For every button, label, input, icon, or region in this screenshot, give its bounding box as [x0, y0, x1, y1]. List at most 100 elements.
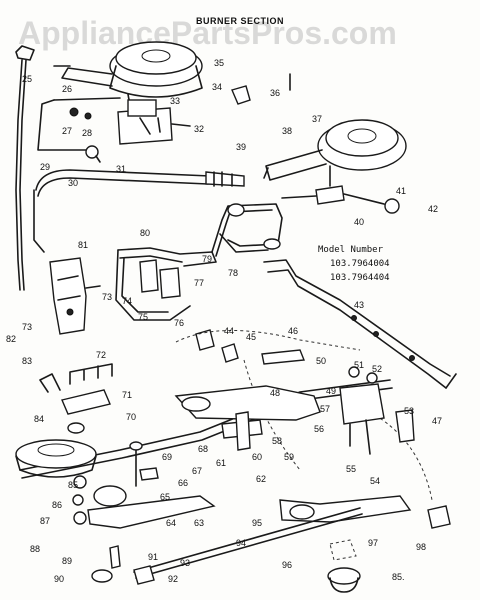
part-label: 66: [178, 478, 188, 488]
part-label: 45: [246, 332, 256, 342]
part-label: 69: [162, 452, 172, 462]
part-label: 73: [102, 292, 112, 302]
spark-wire-harness: [15, 45, 121, 291]
part-label: 84: [34, 414, 44, 424]
part-label: 82: [6, 334, 16, 344]
part-label: 50: [316, 356, 326, 366]
part-label: 76: [174, 318, 184, 328]
part-label: 39: [236, 142, 246, 152]
part-label: 74: [122, 296, 132, 306]
part-label: 91: [148, 552, 158, 562]
clip-36: [231, 73, 291, 105]
part-label: 83: [22, 356, 32, 366]
part-label: 67: [192, 466, 202, 476]
part-label: 52: [372, 364, 382, 374]
knob-96: [327, 539, 361, 593]
part-label: 43: [354, 300, 364, 310]
part-label: 64: [166, 518, 176, 528]
long-tube-31: [33, 169, 245, 253]
part-label: 54: [370, 476, 380, 486]
ignitor-bracket: [117, 99, 191, 145]
part-label: 34: [212, 82, 222, 92]
part-label: 73: [22, 322, 32, 332]
model-number-heading: Model Number: [318, 245, 384, 255]
part-label: 85: [68, 480, 78, 490]
part-label: 47: [432, 416, 442, 426]
part-label: 81: [78, 240, 88, 250]
part-label: 93: [180, 558, 190, 568]
part-label: 68: [198, 444, 208, 454]
lower-rod-94: [91, 507, 363, 585]
part-label: 95: [252, 518, 262, 528]
part-label: 56: [314, 424, 324, 434]
part-label: 97: [368, 538, 378, 548]
burner-95-cap: [279, 495, 451, 529]
model-number-2: 103.7964404: [330, 273, 390, 283]
part-label: 38: [282, 126, 292, 136]
left-burner-84-88: [15, 363, 113, 525]
part-label: 57: [320, 404, 330, 414]
section-title: BURNER SECTION: [196, 16, 284, 26]
part-label: 71: [122, 390, 132, 400]
part-label: 58: [272, 436, 282, 446]
part-label: 65: [160, 492, 170, 502]
part-label: 86: [52, 500, 62, 510]
part-label: 29: [40, 162, 50, 172]
part-label: 32: [194, 124, 204, 134]
part-label: 33: [170, 96, 180, 106]
part-label: 92: [168, 574, 178, 584]
part-label: 87: [40, 516, 50, 526]
part-label: 27: [62, 126, 72, 136]
part-label: 88: [30, 544, 40, 554]
part-label: 70: [126, 412, 136, 422]
valve-cluster-50-55: [261, 349, 415, 455]
part-label: 60: [252, 452, 262, 462]
model-number-1: 103.7964004: [330, 259, 390, 269]
part-label: 59: [284, 452, 294, 462]
part-label: 40: [354, 217, 364, 227]
part-label: 89: [62, 556, 72, 566]
part-label: 53: [404, 406, 414, 416]
part-label: 49: [326, 386, 336, 396]
part-label: 46: [288, 326, 298, 336]
tee-58: [221, 411, 263, 451]
watermark-text: AppliancePartsPros.com: [18, 15, 397, 51]
part-label: 48: [270, 388, 280, 398]
part-label: 44: [224, 326, 234, 336]
valve-81: [49, 257, 101, 335]
electrode-40-42: [281, 185, 400, 214]
top-right-burner: [263, 119, 407, 187]
part-label: 62: [256, 474, 266, 484]
part-label: 72: [96, 350, 106, 360]
part-label: 79: [202, 254, 212, 264]
part-label: 94: [236, 538, 246, 548]
part-label: 80: [140, 228, 150, 238]
bracket-48: [174, 385, 321, 421]
knob-stem-69: [87, 441, 216, 529]
part-label: 36: [270, 88, 280, 98]
bar-43: [263, 259, 457, 389]
part-label: 98: [416, 542, 426, 552]
fittings-44-45: [195, 329, 239, 363]
part-label: 35: [214, 58, 224, 68]
part-label: 96: [282, 560, 292, 570]
part-label: 63: [194, 518, 204, 528]
part-label: 55: [346, 464, 356, 474]
page-mark: 85.: [392, 572, 405, 582]
part-label: 28: [82, 128, 92, 138]
part-label: 30: [68, 178, 78, 188]
tube-assembly-80: [115, 203, 283, 321]
part-label: 77: [194, 278, 204, 288]
part-label: 42: [428, 204, 438, 214]
part-label: 61: [216, 458, 226, 468]
part-label: 90: [54, 574, 64, 584]
part-label: 51: [354, 360, 364, 370]
part-label: 37: [312, 114, 322, 124]
part-label: 41: [396, 186, 406, 196]
part-label: 25: [22, 74, 32, 84]
part-label: 26: [62, 84, 72, 94]
part-label: 75: [138, 312, 148, 322]
